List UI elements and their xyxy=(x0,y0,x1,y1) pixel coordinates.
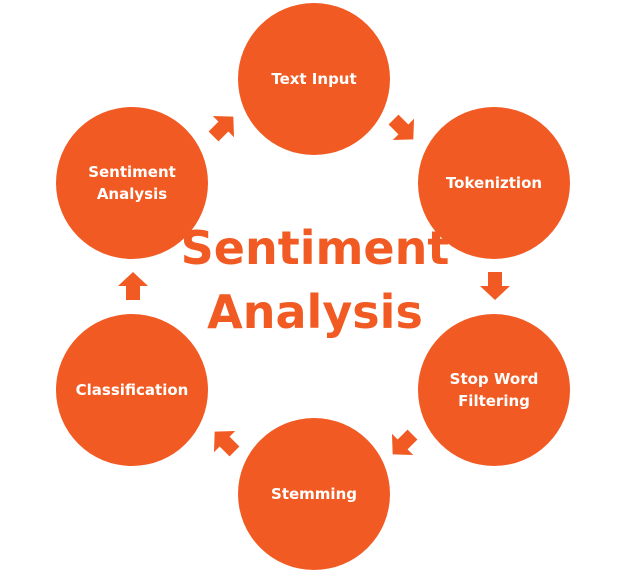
step-label: Stop Word Filtering xyxy=(449,370,539,410)
step-stemming: Stemming xyxy=(238,418,390,570)
step-stop-word-filtering: Stop Word Filtering xyxy=(418,314,570,466)
step-label: Sentiment Analysis xyxy=(88,163,176,203)
step-text-input: Text Input xyxy=(238,3,390,155)
step-classification: Classification xyxy=(56,314,208,466)
step-label: Classification xyxy=(75,381,189,399)
diagram-title: Sentiment Analysis xyxy=(180,221,450,339)
step-label: Tokeniztion xyxy=(445,174,543,192)
block-arrow-icon xyxy=(391,429,418,456)
block-arrow-icon xyxy=(388,114,415,141)
block-arrow-icon xyxy=(118,272,148,300)
step-sentiment-analysis: Sentiment Analysis xyxy=(56,107,208,259)
block-arrow-icon xyxy=(208,115,235,142)
block-arrow-icon xyxy=(480,272,510,300)
block-arrow-icon xyxy=(213,430,240,457)
step-label: Text Input xyxy=(271,70,357,88)
step-label: Stemming xyxy=(271,485,357,503)
step-tokenization: Tokeniztion xyxy=(418,107,570,259)
